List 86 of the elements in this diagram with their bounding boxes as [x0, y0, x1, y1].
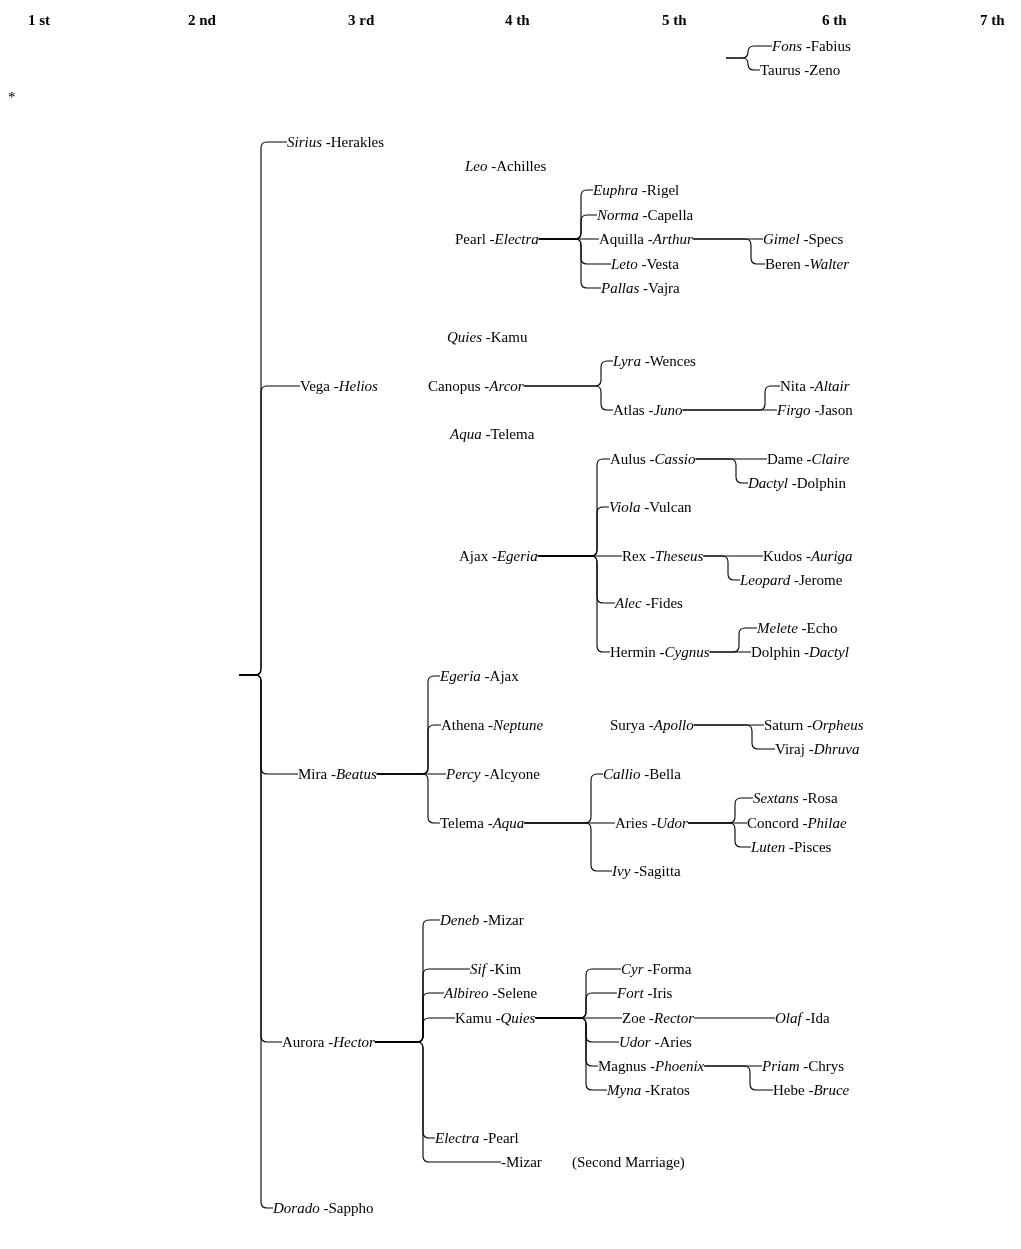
- couple-label: Quies -Kamu: [447, 328, 528, 346]
- couple-label: Euphra -Rigel: [593, 181, 680, 199]
- couple-label: Aulus -Cassio: [610, 450, 696, 468]
- couple-label: Sirius -Herakles: [287, 133, 385, 151]
- couple-label: Electra -Pearl: [435, 1129, 519, 1147]
- couple-label: Cyr -Forma: [621, 960, 692, 978]
- couple-label: Alec -Fides: [615, 594, 683, 612]
- note: *: [8, 88, 16, 106]
- couple-label: Nita -Altair: [780, 377, 850, 395]
- brace-connector: [703, 1065, 774, 1091]
- couple-label: Firgo -Jason: [777, 401, 853, 419]
- brace-connector: [523, 822, 613, 872]
- couple-label: Beren -Walter: [765, 255, 850, 273]
- couple-label: Telema -Aqua: [440, 814, 525, 832]
- brace-connector: [538, 238, 602, 289]
- brace-connector: [693, 1017, 776, 1019]
- couple-label: Fons -Fabius: [772, 37, 851, 55]
- couple-label: Surya -Apollo: [610, 716, 694, 734]
- brace-connector: [534, 1017, 608, 1091]
- couple-label: Zoe -Rector: [622, 1009, 695, 1027]
- generation-heading: 2 nd: [188, 11, 216, 29]
- couple-label: Egeria -Ajax: [440, 667, 519, 685]
- brace-connector: [709, 651, 752, 653]
- brace-connector: [725, 57, 761, 71]
- couple-label: Percy -Alcyone: [446, 765, 540, 783]
- couple-label: Vega -Helios: [300, 377, 378, 395]
- note: (Second Marriage): [572, 1153, 685, 1171]
- brace-connector: [702, 555, 741, 581]
- couple-label: Magnus -Phoenix: [598, 1057, 705, 1075]
- generation-heading: 4 th: [505, 11, 530, 29]
- couple-label: -Mizar: [501, 1153, 542, 1171]
- couple-label: Athena -Neptune: [441, 716, 544, 734]
- couple-label: Callio -Bella: [603, 765, 681, 783]
- couple-label: Atlas -Juno: [613, 401, 683, 419]
- couple-label: Gimel -Specs: [763, 230, 844, 248]
- couple-label: Hebe -Bruce: [773, 1081, 850, 1099]
- generation-heading: 6 th: [822, 11, 847, 29]
- generation-heading: 1 st: [28, 11, 51, 29]
- couple-label: Leopard -Jerome: [740, 571, 843, 589]
- couple-label: Dolphin -Dactyl: [751, 643, 849, 661]
- couple-label: Hermin -Cygnus: [610, 643, 710, 661]
- couple-label: Saturn -Orpheus: [764, 716, 864, 734]
- couple-label: Olaf -Ida: [775, 1009, 830, 1027]
- couple-label: Dactyl -Dolphin: [748, 474, 846, 492]
- couple-label: Pallas -Vajra: [601, 279, 680, 297]
- couple-label: Luten -Pisces: [751, 838, 832, 856]
- couple-label: Dame -Claire: [767, 450, 850, 468]
- couple-label: Kudos -Auriga: [763, 547, 853, 565]
- couple-label: Ajax -Egeria: [459, 547, 538, 565]
- couple-label: Leto -Vesta: [611, 255, 679, 273]
- couple-label: Dorado -Sappho: [273, 1199, 374, 1217]
- couple-label: Aurora -Hector: [282, 1033, 375, 1051]
- couple-label: Norma -Capella: [597, 206, 694, 224]
- couple-label: Taurus -Zeno: [760, 61, 841, 79]
- brace-connector: [693, 724, 776, 750]
- couple-label: Sif -Kim: [470, 960, 522, 978]
- brace-connector: [692, 238, 766, 265]
- couple-label: Aquilla -Arthur: [599, 230, 693, 248]
- couple-label: Mira -Beatus: [298, 765, 377, 783]
- couple-label: Viraj -Dhruva: [775, 740, 860, 758]
- generation-heading: 3 rd: [348, 11, 375, 29]
- brace-connector: [682, 409, 778, 411]
- brace-connector: [687, 822, 752, 848]
- couple-label: Viola -Vulcan: [609, 498, 692, 516]
- couple-label: Canopus -Arcor: [428, 377, 524, 395]
- couple-label: Priam -Chrys: [762, 1057, 845, 1075]
- couple-label: Melete -Echo: [757, 619, 838, 637]
- couple-label: Concord -Philae: [747, 814, 847, 832]
- brace-connector: [374, 1041, 502, 1163]
- couple-label: Ivy -Sagitta: [612, 862, 681, 880]
- couple-label: Rex -Theseus: [622, 547, 704, 565]
- generation-heading: 5 th: [662, 11, 687, 29]
- couple-label: Pearl -Electra: [455, 230, 539, 248]
- generation-heading: 7 th: [980, 11, 1005, 29]
- couple-label: Aqua -Telema: [450, 425, 535, 443]
- brace-connector: [694, 458, 749, 484]
- couple-label: Udor -Aries: [619, 1033, 692, 1051]
- couple-label: Leo -Achilles: [465, 157, 547, 175]
- couple-label: Albireo -Selene: [444, 984, 538, 1002]
- couple-label: Deneb -Mizar: [440, 911, 524, 929]
- couple-label: Kamu -Quies: [455, 1009, 536, 1027]
- couple-label: Myna -Kratos: [607, 1081, 690, 1099]
- couple-label: Aries -Udor: [615, 814, 688, 832]
- couple-label: Sextans -Rosa: [753, 789, 838, 807]
- couple-label: Lyra -Wences: [613, 352, 696, 370]
- couple-label: Fort -Iris: [617, 984, 673, 1002]
